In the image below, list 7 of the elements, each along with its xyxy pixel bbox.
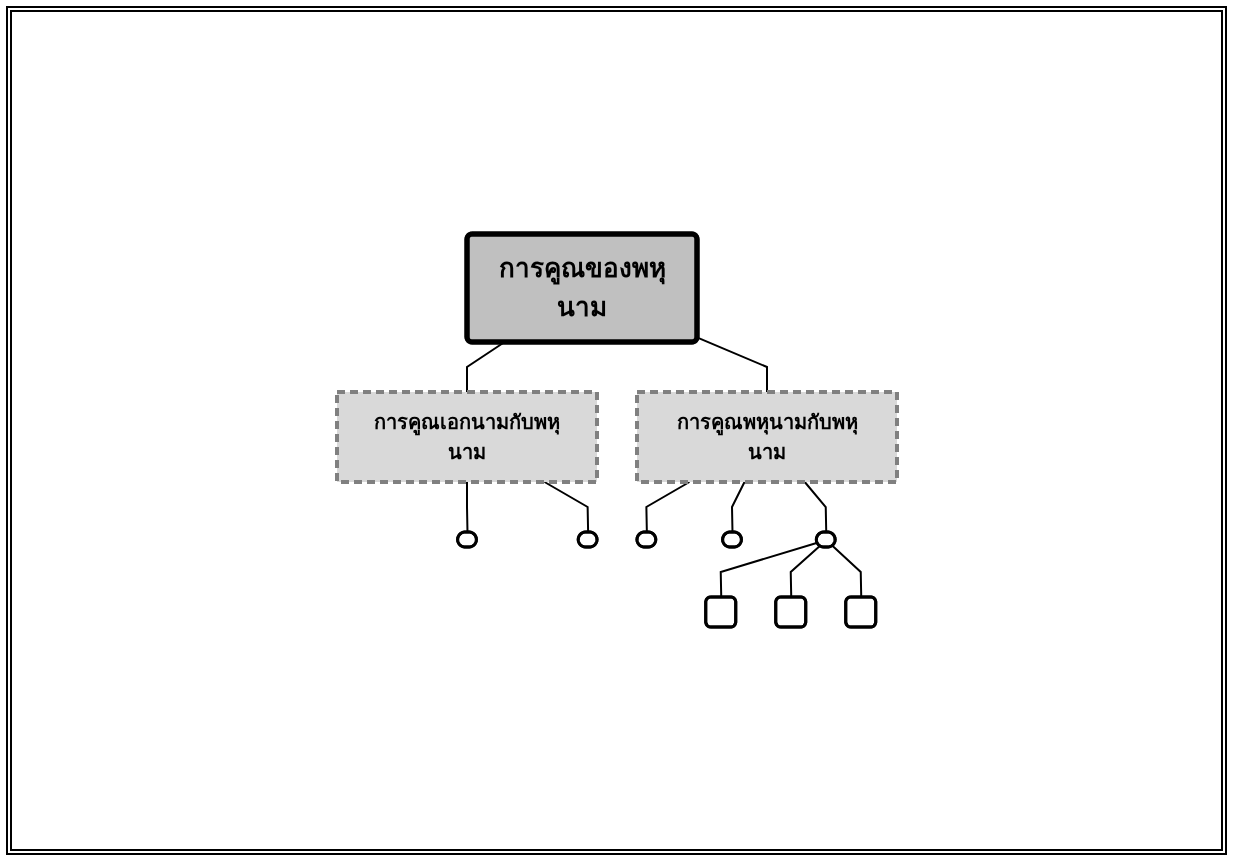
connector	[644, 481, 690, 534]
connector	[730, 481, 745, 534]
node-box: การคูณพหุนามกับพหุนาม	[634, 390, 899, 484]
node-box: การคูณเอกนามกับพหุนาม	[334, 390, 599, 484]
connector	[543, 481, 589, 534]
connector	[465, 481, 468, 534]
connector	[803, 481, 827, 534]
